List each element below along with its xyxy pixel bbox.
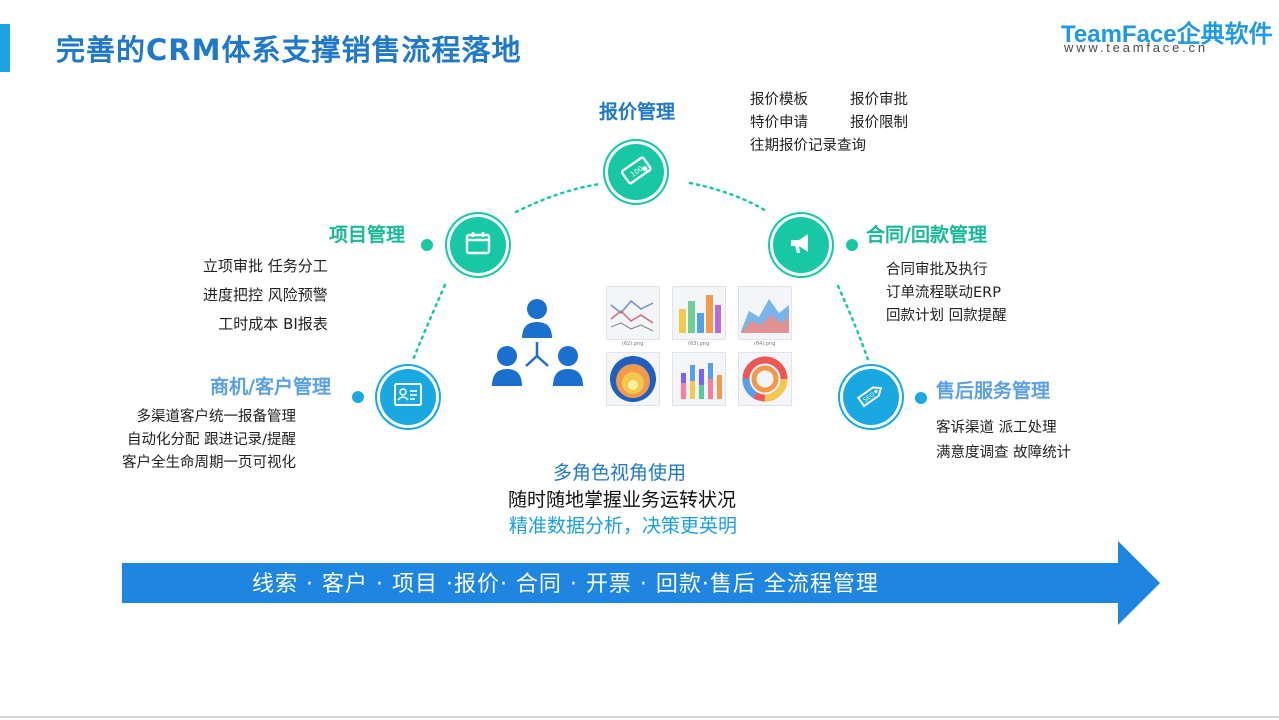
- team-roles-icon: [490, 296, 585, 395]
- line-chart-thumbnail: [606, 286, 660, 340]
- project-item: 工时成本 BI报表: [218, 315, 328, 333]
- quote-management-title: 报价管理: [599, 101, 676, 123]
- area-chart-thumbnail: [738, 286, 792, 340]
- stacked-bar-thumbnail: [672, 352, 726, 406]
- project-item: 立项审批 任务分工: [203, 257, 328, 275]
- aftersales-item: 满意度调查 故障统计: [936, 445, 1072, 461]
- process-flow-text: 线索 · 客户 · 项目 ·报价· 合同 · 开票 · 回款·售后 全流程管理: [252, 572, 879, 597]
- quote-item: 报价审批: [850, 92, 908, 108]
- project-dot: [421, 239, 433, 251]
- footer-divider: [0, 716, 1279, 718]
- aftersales-items: 客诉渠道 派工处理 满意度调查 故障统计: [936, 416, 1071, 466]
- contract-item: 订单流程联动ERP: [886, 285, 1001, 301]
- contract-item: 回款计划 回款提醒: [886, 308, 1007, 324]
- quote-node: 100: [608, 144, 664, 200]
- quote-item: 往期报价记录查询: [750, 138, 866, 154]
- opportunity-item: 自动化分配 跟进记录/提醒: [127, 432, 296, 448]
- aftersales-dot: [915, 392, 927, 404]
- quote-item: 特价申请: [750, 115, 808, 131]
- opportunity-management-title: 商机/客户管理: [210, 376, 331, 398]
- title-accent-bar: [0, 24, 10, 72]
- logo-url: www.teamface.cn: [1064, 40, 1208, 55]
- donut-chart-thumbnail: [738, 352, 792, 406]
- project-items: 立项审批 任务分工 进度把控 风险预警 工时成本 BI报表: [203, 252, 328, 339]
- opportunity-item: 客户全生命周期一页可视化: [122, 455, 296, 471]
- logo-brand: TeamFace企典软件: [1061, 21, 1273, 48]
- bar-chart-thumbnail: [672, 286, 726, 340]
- project-item: 进度把控 风险预警: [203, 286, 328, 304]
- business-status-text: 随时随地掌握业务运转状况: [508, 489, 737, 511]
- thumb-caption: (64).png: [754, 341, 776, 347]
- project-management-title: 项目管理: [329, 224, 406, 246]
- quote-item: 报价模板: [750, 92, 808, 108]
- process-flow-arrow: [122, 541, 1160, 625]
- data-analysis-text: 精准数据分析，决策更英明: [509, 515, 738, 537]
- calendar-icon: [464, 229, 492, 261]
- opportunity-node: [380, 369, 436, 425]
- price-tag-icon: SEO: [856, 380, 886, 414]
- quote-items: 报价模板 报价审批 特价申请 报价限制 往期报价记录查询: [750, 89, 908, 158]
- multi-role-text: 多角色视角使用: [553, 462, 687, 484]
- aftersales-management-title: 售后服务管理: [936, 380, 1051, 402]
- page-title: 完善的CRM体系支撑销售流程落地: [56, 33, 522, 67]
- opportunity-dot: [352, 391, 364, 403]
- contract-node: [773, 217, 829, 273]
- quote-item: 报价限制: [850, 115, 908, 131]
- thumb-caption: (63).png: [688, 341, 710, 347]
- megaphone-icon: [787, 229, 815, 261]
- thumb-caption: (62).png: [622, 341, 644, 347]
- quote-icon: 100: [619, 153, 653, 191]
- opportunity-item: 多渠道客户统一报备管理: [136, 409, 297, 425]
- contract-items: 合同审批及执行 订单流程联动ERP 回款计划 回款提醒: [886, 259, 1007, 328]
- aftersales-node: SEO: [843, 369, 899, 425]
- contact-card-icon: [393, 381, 423, 413]
- contract-management-title: 合同/回款管理: [866, 224, 987, 246]
- nested-circle-thumbnail: [606, 352, 660, 406]
- contract-dot: [846, 239, 858, 251]
- aftersales-item: 客诉渠道 派工处理: [936, 420, 1057, 436]
- project-node: [450, 217, 506, 273]
- opportunity-items: 多渠道客户统一报备管理 自动化分配 跟进记录/提醒 客户全生命周期一页可视化: [122, 406, 296, 475]
- contract-item: 合同审批及执行: [886, 262, 988, 278]
